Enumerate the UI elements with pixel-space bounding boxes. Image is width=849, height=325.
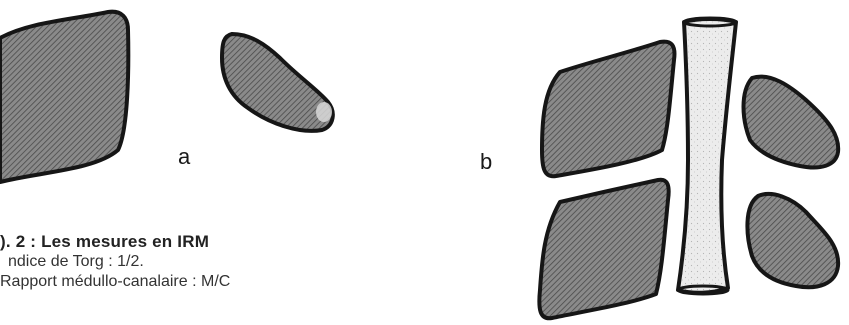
posterior-element-lower-b [747, 194, 838, 287]
caption-title: ). 2 : Les mesures en IRM [0, 232, 340, 252]
vertebral-body-a [0, 12, 128, 182]
bright-spot-a [316, 102, 332, 122]
spinal-canal-b [678, 19, 736, 293]
figure-caption: ). 2 : Les mesures en IRM ndice de Torg … [0, 232, 340, 292]
panel-b [539, 18, 838, 318]
caption-torg-index: ndice de Torg : 1/2. [0, 252, 340, 272]
vertebral-body-lower-b [539, 180, 668, 319]
posterior-element-a [222, 34, 333, 131]
panel-label-b: b [480, 149, 492, 175]
panel-label-a: a [178, 144, 190, 170]
vertebral-body-upper-b [542, 42, 674, 177]
posterior-element-upper-b [744, 77, 839, 168]
caption-medullo-canal-ratio: Rapport médullo-canalaire : M/C [0, 272, 340, 292]
panel-a [0, 12, 333, 182]
